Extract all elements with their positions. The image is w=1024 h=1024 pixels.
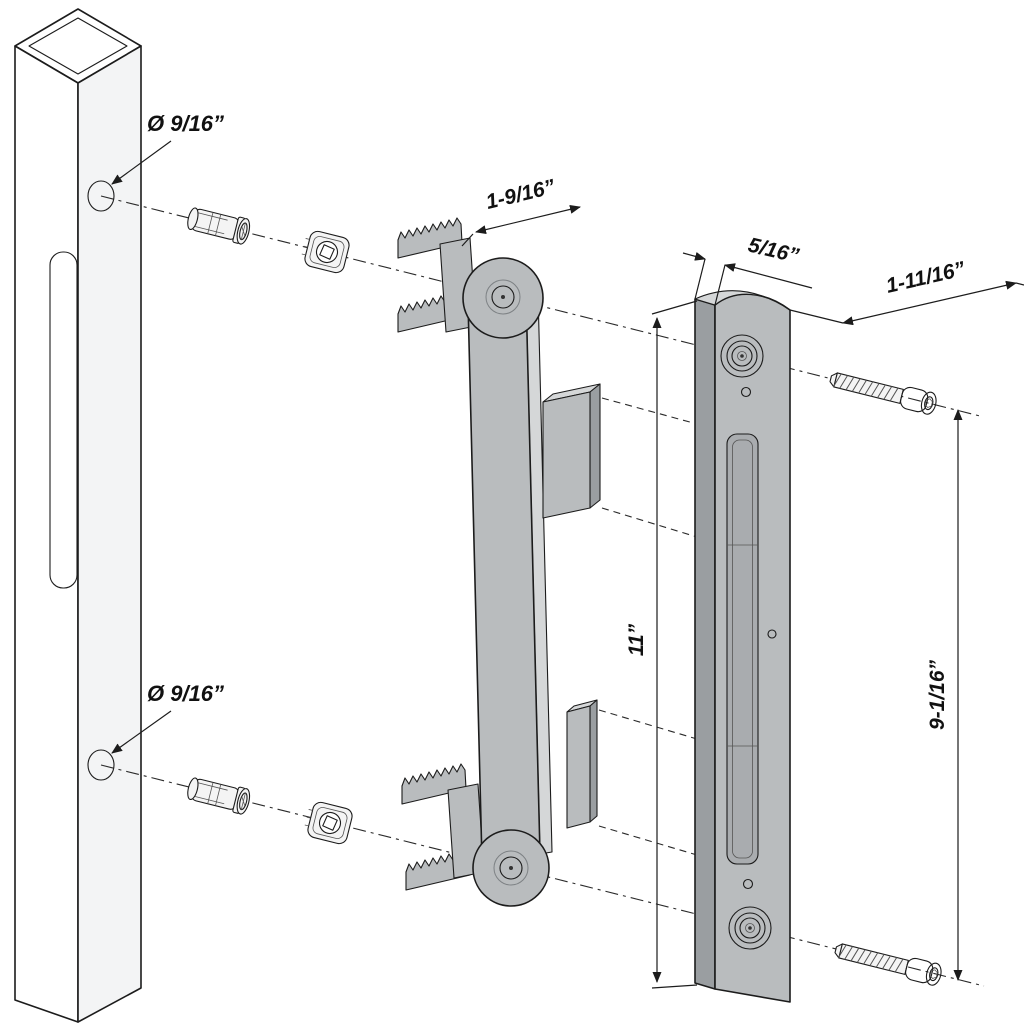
- square-post: [14, 8, 142, 1023]
- dim-post-hole-top: Ø 9/16”: [111, 111, 224, 185]
- alignment-line-4: [598, 825, 698, 856]
- post-top-opening: [28, 17, 128, 75]
- strike-plate: [694, 290, 791, 1003]
- dim-screw-hole-spacing: 9-1/16”: [926, 409, 963, 981]
- spacer-block-lower: [566, 699, 598, 829]
- keeper-hole-top: [491, 285, 515, 309]
- post-hole-top-label: Ø 9/16”: [147, 111, 224, 136]
- post-hole-bottom: [87, 749, 115, 781]
- post-hole-bottom-label: Ø 9/16”: [147, 681, 224, 706]
- plate-side-face: [694, 298, 716, 990]
- leader-top: [111, 140, 172, 185]
- leader-bottom: [111, 710, 172, 754]
- post-right-face: [77, 45, 142, 1023]
- plate-pilot-hole-top: [740, 386, 752, 398]
- plate-pilot-hole-bottom: [742, 878, 754, 890]
- keeper-bracket: [397, 217, 553, 907]
- alignment-line-2: [601, 507, 698, 538]
- spacer-block-upper: [542, 383, 601, 519]
- dim-plate-height: 11”: [625, 300, 698, 989]
- alignment-line-3: [598, 709, 698, 740]
- post-slot: [49, 251, 78, 589]
- plate-counterbore-top: [720, 334, 764, 378]
- alignment-line-1: [601, 397, 698, 425]
- keeper-hole-bottom: [499, 856, 523, 880]
- plate-height-label: 11”: [625, 623, 648, 656]
- post-hole-top: [87, 180, 115, 212]
- plate-slot: [726, 433, 759, 865]
- screw-hole-spacing-label: 9-1/16”: [926, 659, 949, 730]
- plate-pilot-hole-middle: [767, 629, 777, 639]
- plate-counterbore-bottom: [728, 906, 772, 950]
- dim-post-hole-bottom: Ø 9/16”: [111, 681, 224, 754]
